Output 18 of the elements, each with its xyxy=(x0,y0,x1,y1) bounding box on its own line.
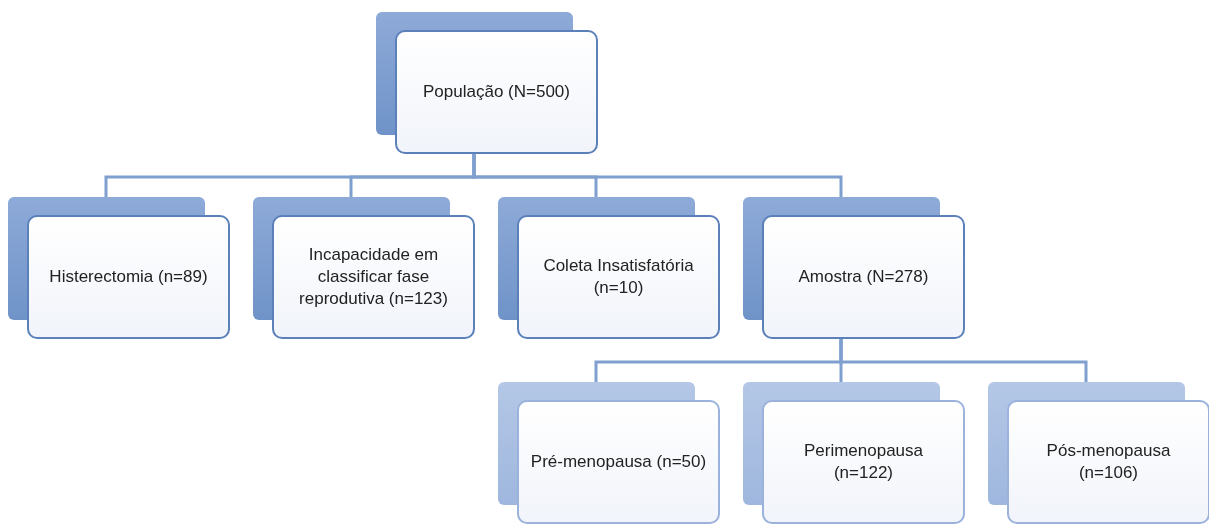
process-box xyxy=(743,382,965,524)
box-label: Pós-menopausa (n=106) xyxy=(1045,439,1172,484)
box-label: Perimenopausa (n=122) xyxy=(802,439,925,484)
process-box xyxy=(376,12,598,154)
box-label: Histerectomia (n=89) xyxy=(49,265,208,288)
process-box xyxy=(988,382,1209,524)
box-label: Pré-menopausa (n=50) xyxy=(530,450,707,473)
box-label: Coleta Insatisfatória (n=10) xyxy=(542,254,695,299)
connector-line xyxy=(839,339,1088,382)
box-label: Amostra (N=278) xyxy=(798,265,929,288)
process-box xyxy=(8,197,230,339)
process-box xyxy=(743,197,965,339)
process-box xyxy=(253,197,475,339)
process-box xyxy=(498,197,720,339)
connector-line xyxy=(472,154,843,197)
box-label: População (N=500) xyxy=(423,80,570,103)
process-box xyxy=(498,382,720,524)
box-label: Incapacidade em classificar fase reprodutiva (n=123) xyxy=(298,243,449,311)
